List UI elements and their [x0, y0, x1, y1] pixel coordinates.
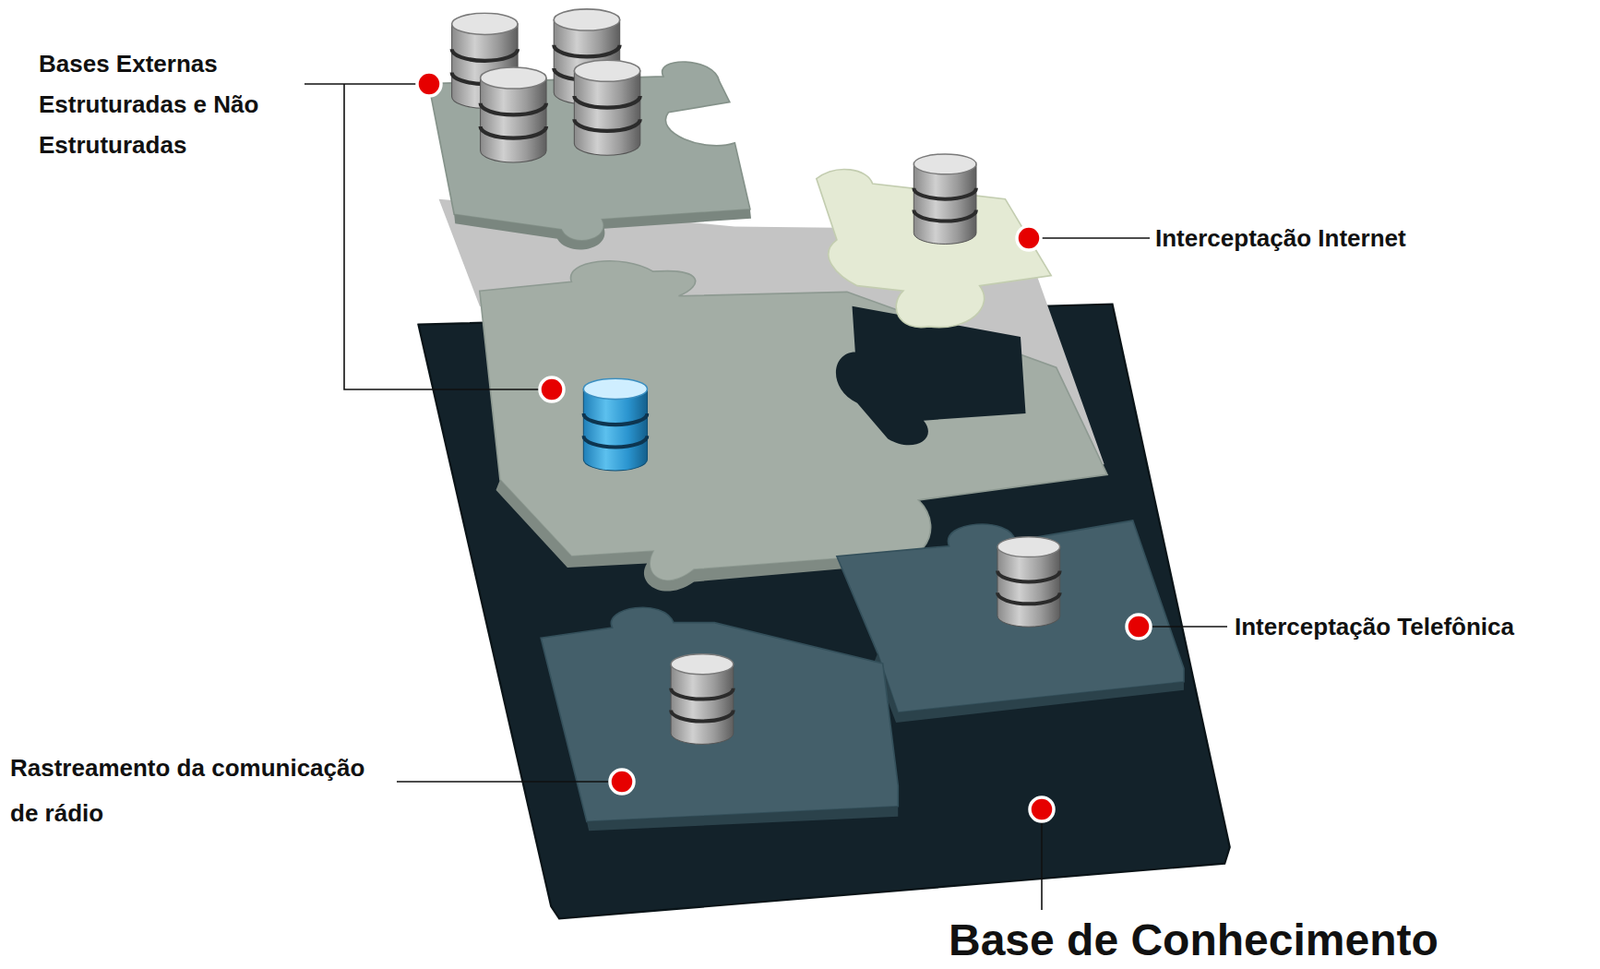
leader-lines [304, 83, 1228, 910]
callout-label: Rastreamento da comunicação de rádio [10, 745, 384, 836]
callout-label: Interceptação Telefônica [1234, 609, 1515, 644]
callout-label: Base de Conhecimento [948, 913, 1439, 968]
callout-dots [417, 71, 1151, 822]
callout-label: Bases Externas Estruturadas e Não Estrut… [38, 43, 265, 166]
callout-label: Interceptação Internet [1155, 221, 1407, 255]
